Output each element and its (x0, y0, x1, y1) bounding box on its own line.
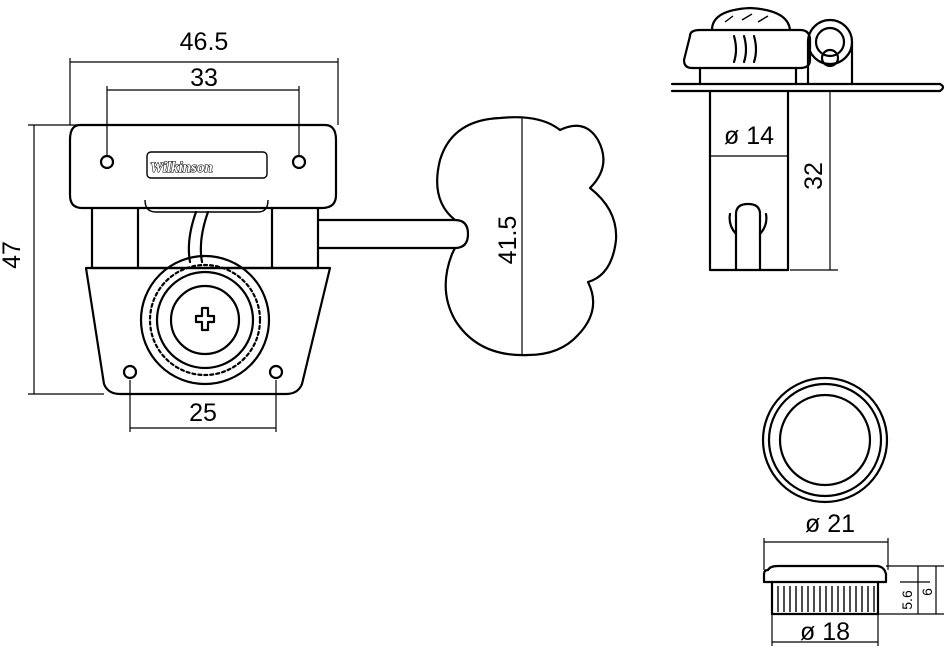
bushing-side-view (762, 538, 944, 646)
bushing-knurl (777, 586, 875, 612)
bushing-outer-ring-2 (767, 382, 883, 498)
dim-overall-width: 46.5 (69, 28, 339, 125)
post-cap (682, 28, 812, 70)
tuner-shaft (316, 218, 470, 250)
dim-hole-spacing: 33 (106, 64, 300, 155)
dim-overall-height: 47 (0, 124, 104, 395)
gear-teeth-ring (148, 263, 262, 377)
dim-label-o21: ø 21 (805, 510, 855, 538)
worm-shaft-lines (187, 210, 210, 264)
plate-end (938, 82, 945, 93)
gear-outer-ring (139, 254, 271, 386)
dim-label-33: 33 (190, 64, 218, 92)
tuner-front-view: Wilkinson (68, 116, 618, 396)
slot-edges (728, 212, 768, 236)
post-collar (698, 66, 798, 86)
gear-inner-ring (155, 270, 255, 370)
bushing-body (770, 580, 880, 616)
dim-label-5-6: 5.6 (899, 590, 915, 610)
screw-head (169, 284, 241, 356)
mounting-hole-bottom-right (268, 364, 284, 380)
mounting-hole-bottom-left (122, 364, 138, 380)
bushing-flange (762, 564, 888, 584)
dim-label-25: 25 (189, 399, 217, 427)
gear-side-outer (806, 18, 854, 66)
tuner-button (436, 116, 618, 357)
brand-logo: Wilkinson (150, 160, 213, 176)
gear-side-inner (820, 48, 840, 68)
post-cap-coils (732, 34, 758, 64)
gear-housing (90, 206, 320, 270)
logo-plate (146, 151, 268, 179)
dim-label-41-5: 41.5 (494, 216, 522, 265)
mounting-hole-top-right (291, 154, 307, 170)
post-cap-dome (710, 6, 792, 32)
dim-base-width: 25 (129, 380, 277, 432)
bushing-outer-ring (761, 376, 889, 504)
phillips-screw-icon (194, 306, 216, 332)
dim-label-32: 32 (800, 162, 828, 190)
dim-label-47: 47 (0, 241, 26, 269)
bushing-inner-ring (778, 393, 872, 487)
post-side-view (670, 6, 945, 272)
tuner-top-plate (68, 123, 338, 210)
tuner-base-housing (84, 266, 332, 396)
dim-label-46-5: 46.5 (180, 28, 229, 56)
worm-cover (144, 199, 269, 213)
dim-label-o14: ø 14 (724, 122, 774, 150)
gear-side-middle (814, 26, 846, 58)
cap-knurl (724, 13, 769, 23)
mounting-hole-top-left (99, 154, 115, 170)
gear-side-legs (806, 40, 854, 86)
string-slot (734, 202, 762, 272)
dim-post-height: 32 (790, 90, 838, 271)
dim-post-diameter: ø 14 (710, 122, 788, 157)
dim-label-o18: ø 18 (800, 618, 850, 646)
bushing-top-view (761, 376, 889, 504)
string-post (708, 89, 790, 272)
dim-label-6: 6 (919, 588, 935, 596)
